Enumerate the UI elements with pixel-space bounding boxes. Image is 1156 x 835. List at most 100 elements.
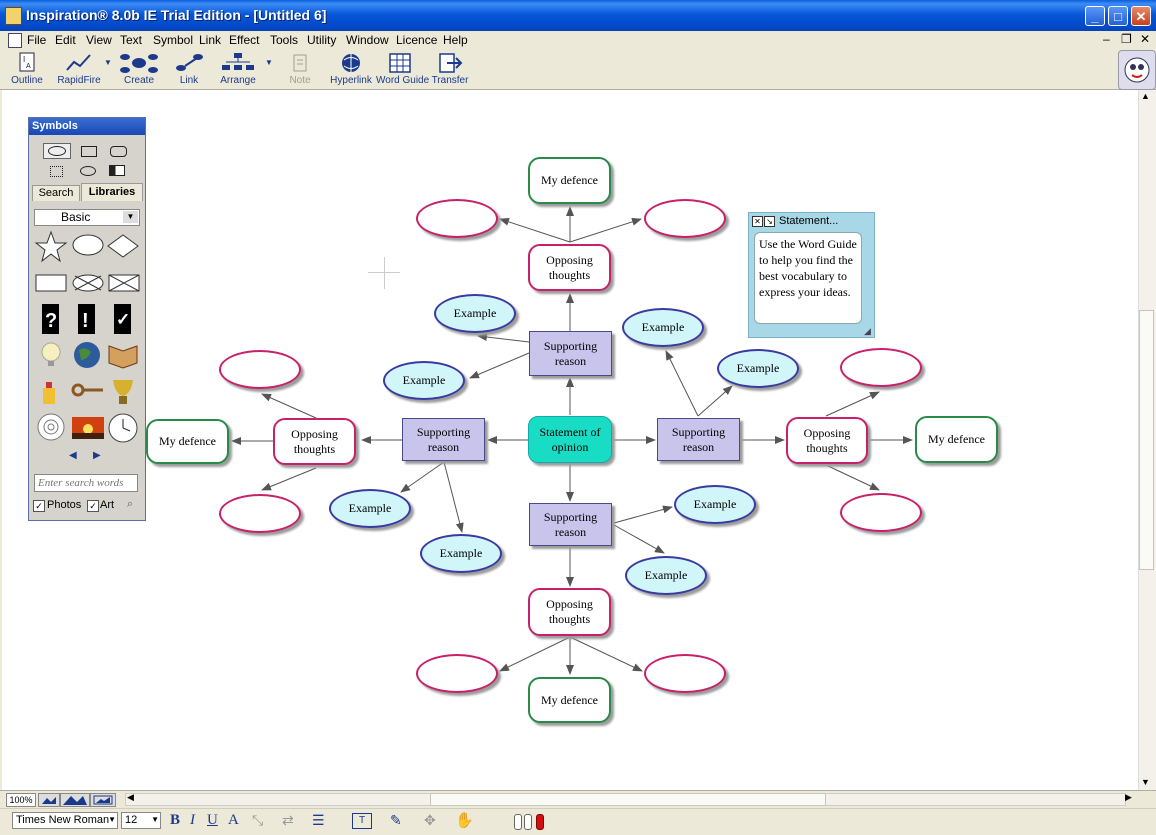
rapidfire-dropdown-icon[interactable]: ▼ (104, 58, 112, 67)
supporting-reason-bottom[interactable]: Supporting reason (529, 503, 612, 546)
fit-view-icon[interactable] (90, 793, 116, 807)
example-node[interactable]: Example (434, 294, 516, 333)
zoom-level[interactable]: 100% (6, 793, 36, 807)
menu-link[interactable]: Link (199, 33, 222, 47)
tool-small-oval[interactable] (80, 166, 96, 176)
symbol-search-input[interactable] (34, 474, 138, 492)
font-size-select[interactable]: 12 ▼ (121, 812, 161, 829)
scroll-down-icon[interactable]: ▼ (1141, 777, 1150, 787)
empty-oval[interactable] (416, 199, 498, 238)
vertical-scroll-thumb[interactable] (1139, 310, 1154, 570)
center-statement-node[interactable]: Statement of opinion (528, 416, 612, 463)
font-select[interactable]: Times New Roman ▼ (12, 812, 118, 829)
tab-search[interactable]: Search (32, 185, 80, 201)
menu-symbol[interactable]: Symbol (153, 33, 194, 47)
menu-text[interactable]: Text (120, 33, 143, 47)
horizontal-scroll-thumb[interactable] (430, 793, 826, 806)
menu-window[interactable]: Window (346, 33, 389, 47)
opposing-thoughts-top[interactable]: Opposing thoughts (528, 244, 611, 291)
arrange-button[interactable]: Arrange (218, 52, 258, 86)
empty-oval[interactable] (840, 348, 922, 387)
note-close-icon[interactable]: ✕ (752, 216, 763, 227)
hyperlink-button[interactable]: Hyperlink (330, 52, 372, 86)
search-icon[interactable]: ⌕ (127, 498, 134, 510)
my-defence-bottom[interactable]: My defence (528, 677, 611, 723)
empty-oval[interactable] (219, 350, 301, 389)
note-text[interactable]: Use the Word Guide to help you find the … (754, 232, 862, 324)
example-node[interactable]: Example (383, 361, 465, 400)
italic-button[interactable]: I (190, 812, 195, 828)
effect-icon[interactable]: ✎ (390, 812, 402, 828)
resize-grip-icon[interactable]: ◢ (864, 326, 871, 336)
move-icon[interactable]: ✥ (424, 812, 436, 828)
tool-rectangle[interactable] (81, 146, 97, 157)
next-page-icon[interactable]: ▶ (93, 450, 101, 461)
link-style-icon[interactable]: ⤡ (252, 812, 264, 828)
minimize-button[interactable]: _ (1085, 6, 1105, 26)
menu-utility[interactable]: Utility (307, 33, 337, 47)
menu-help[interactable]: Help (443, 33, 468, 47)
note-expand-icon[interactable]: ↘ (764, 216, 775, 227)
art-checkbox[interactable]: ✓ (87, 500, 99, 512)
tool-frame[interactable] (50, 166, 63, 177)
example-node[interactable]: Example (625, 556, 707, 595)
supporting-reason-top[interactable]: Supporting reason (529, 331, 612, 376)
zoom-in-icon[interactable] (60, 793, 90, 807)
empty-oval[interactable] (644, 654, 726, 693)
library-select[interactable]: Basic ▼ (34, 209, 140, 226)
doc-minimize-button[interactable]: – (1103, 32, 1110, 46)
opposing-thoughts-right[interactable]: Opposing thoughts (786, 417, 868, 464)
color-swatch[interactable] (524, 814, 532, 830)
example-node[interactable]: Example (674, 485, 756, 524)
example-node[interactable]: Example (420, 534, 502, 573)
menu-tools[interactable]: Tools (270, 33, 299, 47)
previous-page-icon[interactable]: ◀ (69, 450, 77, 461)
example-node[interactable]: Example (622, 308, 704, 347)
word-guide-button[interactable]: Word Guide (376, 52, 429, 86)
my-defence-top[interactable]: My defence (528, 157, 611, 204)
opposing-thoughts-bottom[interactable]: Opposing thoughts (528, 588, 611, 636)
text-box-icon[interactable]: T (352, 813, 372, 829)
doc-close-button[interactable]: ✕ (1140, 32, 1151, 46)
create-button[interactable]: Create (119, 52, 159, 86)
empty-oval[interactable] (644, 199, 726, 238)
symbol-grid[interactable]: ? ! ✓ (33, 230, 143, 445)
tab-libraries[interactable]: Libraries (81, 183, 143, 201)
scroll-left-icon[interactable]: ◀ (127, 792, 134, 802)
color-swatch[interactable] (514, 814, 522, 830)
link-button[interactable]: Link (172, 52, 206, 86)
maximize-button[interactable]: □ (1108, 6, 1128, 26)
menu-effect[interactable]: Effect (229, 33, 260, 47)
photos-checkbox[interactable]: ✓ (33, 500, 45, 512)
line-thickness-icon[interactable]: ☰ (312, 812, 325, 828)
color-swatch[interactable] (536, 814, 544, 830)
assistant-icon[interactable] (1118, 50, 1156, 90)
empty-oval[interactable] (416, 654, 498, 693)
scroll-up-icon[interactable]: ▲ (1141, 91, 1150, 101)
tool-shade[interactable] (109, 165, 125, 176)
my-defence-left[interactable]: My defence (146, 419, 229, 464)
tool-oval-selected[interactable] (43, 143, 71, 159)
opposing-thoughts-left[interactable]: Opposing thoughts (273, 418, 356, 465)
arrange-dropdown-icon[interactable]: ▼ (265, 58, 273, 67)
note-popup[interactable]: ✕↘Statement... Use the Word Guide to hel… (748, 212, 875, 338)
note-button[interactable]: Note (284, 52, 316, 86)
menu-file[interactable]: File (27, 33, 47, 47)
my-defence-right[interactable]: My defence (915, 416, 998, 463)
doc-restore-button[interactable]: ❐ (1121, 32, 1132, 46)
transfer-button[interactable]: Transfer (430, 52, 470, 86)
menu-licence[interactable]: Licence (396, 33, 438, 47)
scroll-right-icon[interactable]: ▶ (1125, 792, 1132, 802)
text-color-button[interactable]: A (228, 812, 239, 828)
example-node[interactable]: Example (329, 489, 411, 528)
empty-oval[interactable] (840, 493, 922, 532)
tool-rounded-rectangle[interactable] (110, 146, 127, 157)
close-button[interactable]: ✕ (1131, 6, 1151, 26)
bold-button[interactable]: B (170, 812, 181, 828)
hand-tool-icon[interactable]: ✋ (455, 812, 474, 829)
menu-view[interactable]: View (86, 33, 112, 47)
rapidfire-button[interactable]: RapidFire (57, 52, 101, 86)
empty-oval[interactable] (219, 494, 301, 533)
underline-button[interactable]: U (207, 812, 218, 828)
